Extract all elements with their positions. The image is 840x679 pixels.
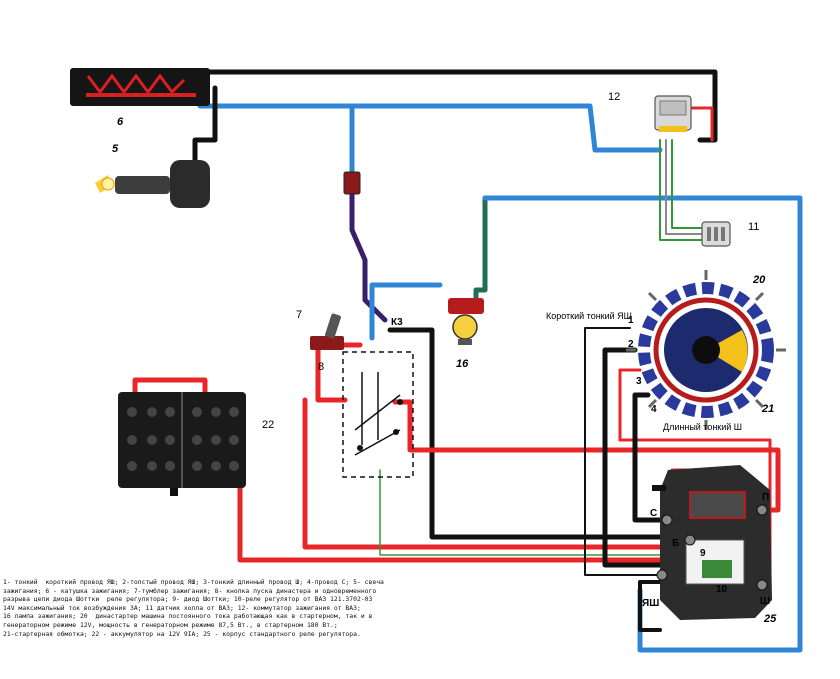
inline-connector: [343, 171, 361, 195]
label-wire-4: 4: [651, 404, 657, 415]
label-term-b: Б: [672, 538, 679, 549]
label-12: 12: [608, 91, 620, 103]
wire-black-top: [202, 69, 718, 143]
label-25: 25: [763, 613, 777, 625]
wire-black-yash: [638, 580, 662, 632]
wire-red-battery-top: [132, 377, 208, 398]
wire-black-k3: [387, 327, 693, 540]
wire-blue-k3: [369, 282, 443, 341]
label-wire-2: 2: [628, 339, 634, 350]
label-long-thin: Длинный тонкий Ш: [663, 422, 742, 432]
wire-hall-3: [671, 139, 703, 229]
label-21: 21: [761, 403, 774, 415]
label-9: 9: [700, 548, 706, 559]
wire-green-button: [379, 469, 701, 556]
label-6: 6: [117, 116, 124, 128]
label-short-thin: Короткий тонкий ЯШ: [546, 311, 632, 321]
label-10: 10: [716, 584, 728, 595]
wire-red-commutator: [684, 106, 714, 142]
wire-red-button: [392, 399, 781, 513]
regulator-housing: П С Б Ш ЯШ 9 10 25: [642, 465, 777, 625]
start-button: 8: [318, 351, 414, 478]
wire-thick-yash: [602, 347, 663, 568]
wire-hall-2: [665, 139, 703, 235]
label-term-sh: Ш: [760, 596, 770, 607]
label-k3: К3: [391, 317, 403, 328]
label-20: 20: [752, 274, 766, 286]
ignition-lamp: 16: [448, 298, 484, 370]
label-5: 5: [112, 143, 119, 155]
ignition-switch: 7: [296, 309, 344, 350]
wire-blue-top: [197, 103, 663, 153]
label-11: 11: [748, 221, 759, 233]
wire-red-battery: [302, 397, 693, 550]
label-term-p: П: [762, 492, 769, 503]
label-wire-1: 1: [628, 315, 634, 326]
label-16: 16: [456, 358, 469, 370]
label-8: 8: [318, 361, 324, 373]
wire-s: [632, 392, 668, 523]
diagram-caption: 1- тонкий короткий провод ЯШ; 2-толстый …: [3, 578, 384, 638]
battery: 22: [118, 392, 274, 496]
label-wire-3: 3: [636, 376, 642, 387]
wire-black-plug: [192, 85, 218, 163]
label-22: 22: [262, 419, 274, 431]
wire-purple: [349, 187, 388, 323]
dynastarter: 20 21: [626, 270, 786, 430]
wire-green-lamp: [473, 195, 488, 308]
ignition-coil: 6: [70, 68, 210, 128]
label-term-yash: ЯШ: [642, 598, 659, 609]
hall-sensor: 11: [701, 221, 759, 247]
wire-hall-1: [659, 139, 703, 241]
spark-plug: 5: [95, 143, 210, 208]
wire-short-thin: [584, 327, 671, 576]
label-7: 7: [296, 309, 302, 321]
ignition-commutator: 12: [608, 91, 692, 132]
label-term-s: С: [650, 508, 657, 519]
